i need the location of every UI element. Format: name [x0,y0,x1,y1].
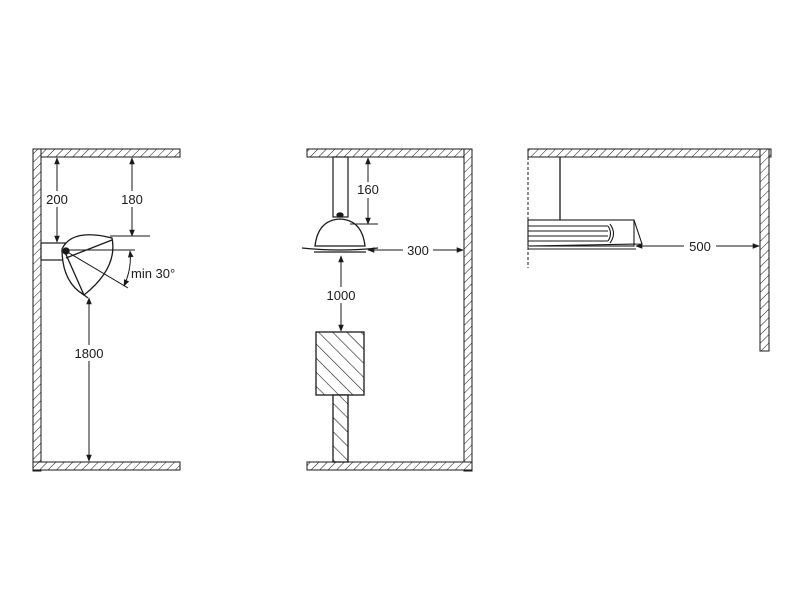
suspension-tube [332,156,349,218]
figure-c-recessed: 500 [527,148,772,352]
dim-label-160: 160 [357,182,379,197]
figure-a-wall-mount: 200 180 min 30° 1800 [32,148,181,472]
dim-label-1000: 1000 [327,288,356,303]
floor-wall [32,461,181,471]
dim-label-300: 300 [407,243,429,258]
display-pedestal [332,394,349,463]
tilt-axis-line [63,249,129,289]
dim-label-180: 180 [121,192,143,207]
left-wall [32,148,42,472]
ceiling-wall [527,148,772,158]
dim-label-1800: 1800 [75,346,104,361]
right-wall [463,148,473,472]
dim-label-200: 200 [46,192,68,207]
tilted-fixture [61,234,114,299]
dome-fixture [301,212,379,253]
dim-label-500: 500 [689,239,711,254]
figure-b-pendant: 160 300 1000 [301,148,473,472]
floor-wall [306,461,473,471]
right-wall [759,148,770,352]
dim-label-angle: min 30° [131,266,175,281]
ceiling-wall [306,148,473,158]
tilt-angle-arc [123,250,134,287]
display-object [315,331,365,396]
ceiling-wall [32,148,181,158]
linear-fixture [527,219,643,250]
